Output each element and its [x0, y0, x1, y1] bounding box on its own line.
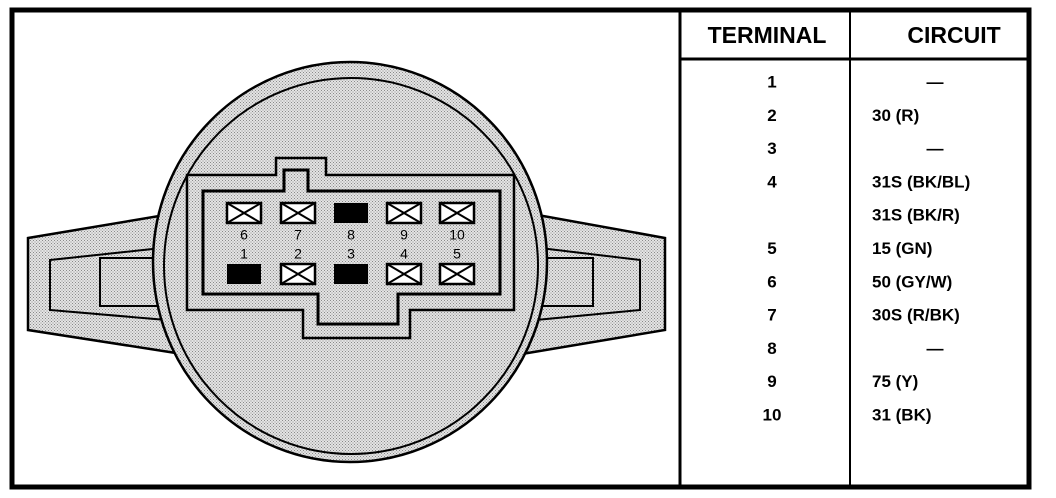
pin-solid-marker	[227, 264, 261, 284]
circuit-cell: 31S (BK/R)	[872, 206, 960, 225]
pin-label: 3	[347, 246, 355, 262]
terminal-cell: 9	[767, 372, 776, 391]
circuit-cell: 30S (R/BK)	[872, 306, 960, 325]
table-row: 7 30S (R/BK)	[767, 306, 960, 325]
terminal-cell: 8	[767, 339, 776, 358]
circuit-cell: 75 (Y)	[872, 372, 918, 391]
pin-2: 2	[279, 246, 317, 286]
pin-6: 6	[225, 201, 263, 243]
terminal-cell: 2	[767, 106, 776, 125]
table-row: 9 75 (Y)	[767, 372, 918, 391]
connector-face	[201, 168, 502, 326]
connector-drawing: 6 7 8 9 10 1 2 3 4 5	[26, 60, 667, 464]
terminal-cell: 1	[767, 72, 776, 91]
pin-solid-marker	[334, 203, 368, 223]
pin-cross-line	[280, 263, 316, 285]
terminal-cell: 10	[763, 405, 782, 424]
pin-cross-line	[226, 202, 262, 224]
terminal-cell: 4	[767, 172, 777, 191]
circuit-cell: 50 (GY/W)	[872, 272, 952, 291]
table-row: 3—	[767, 139, 943, 158]
pin-label: 2	[294, 246, 302, 262]
terminal-cell: 3	[767, 139, 776, 158]
pin-label: 9	[400, 227, 408, 243]
table-row: 1—	[767, 72, 943, 91]
pin-label: 6	[240, 227, 248, 243]
circuit-cell: —	[927, 139, 944, 158]
table-row: 8—	[767, 339, 943, 358]
pin-7: 7	[279, 201, 317, 243]
pin-5: 5	[438, 246, 476, 286]
pin-9: 9	[385, 201, 423, 243]
circuit-cell: —	[927, 72, 944, 91]
circuit-cell: —	[927, 339, 944, 358]
pin-label: 5	[453, 246, 461, 262]
pin-8: 8	[334, 203, 368, 243]
terminal-header: TERMINAL	[708, 22, 827, 48]
table-row: 5 15 (GN)	[767, 239, 932, 258]
pin-cross-line	[439, 263, 475, 285]
connector-pins: 6 7 8 9 10 1 2 3 4 5	[225, 201, 476, 286]
pin-cross-line	[439, 202, 475, 224]
circuit-cell: 31 (BK)	[872, 405, 932, 424]
pin-label: 10	[449, 227, 465, 243]
pin-label: 8	[347, 227, 355, 243]
table-row: 4 31S (BK/BL)	[767, 172, 970, 191]
table-row: 2 30 (R)	[767, 106, 919, 125]
pin-1: 1	[227, 246, 261, 284]
table-row: 6 50 (GY/W)	[767, 272, 952, 291]
pin-4: 4	[385, 246, 423, 286]
table-row: 31S (BK/R)	[872, 206, 960, 225]
circuit-cell: 31S (BK/BL)	[872, 172, 970, 191]
pin-solid-marker	[334, 264, 368, 284]
terminal-cell: 6	[767, 272, 776, 291]
pin-cross-line	[280, 202, 316, 224]
circuit-cell: 15 (GN)	[872, 239, 932, 258]
terminal-cell: 5	[767, 239, 776, 258]
outer-frame	[9, 7, 1032, 490]
pin-label: 7	[294, 227, 302, 243]
circuit-header: CIRCUIT	[907, 22, 1000, 48]
pin-cross-line	[386, 202, 422, 224]
pin-cross-line	[386, 263, 422, 285]
table-row: 10 31 (BK)	[763, 405, 932, 424]
pin-3: 3	[334, 246, 368, 284]
pin-label: 4	[400, 246, 408, 262]
pin-label: 1	[240, 246, 248, 262]
pin-10: 10	[438, 201, 476, 243]
terminal-cell: 7	[767, 306, 776, 325]
circuit-cell: 30 (R)	[872, 106, 919, 125]
